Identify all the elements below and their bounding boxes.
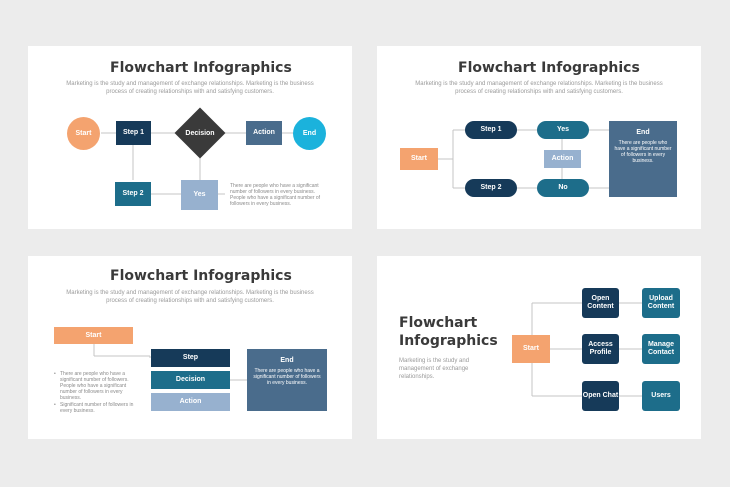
title-line-2: Infographics bbox=[399, 333, 498, 349]
slide-flowchart-2: Flowchart Infographics Marketing is the … bbox=[377, 46, 701, 229]
yes-node: Yes bbox=[537, 121, 589, 139]
no-node: No bbox=[537, 179, 589, 197]
title-line-1: Flowchart bbox=[399, 315, 478, 331]
step-node: Step bbox=[151, 349, 230, 367]
end-description: There are people who have a significant … bbox=[253, 368, 321, 386]
slide-flowchart-3: Flowchart Infographics Marketing is the … bbox=[28, 256, 352, 439]
open-chat-node: Open Chat bbox=[582, 381, 619, 411]
slide-title: Flowchart Infographics bbox=[110, 60, 292, 76]
decision-node: Decision bbox=[151, 371, 230, 389]
users-node: Users bbox=[642, 381, 680, 411]
slide-subtitle: Marketing is the study and management of… bbox=[66, 81, 314, 95]
connector-lines bbox=[101, 132, 294, 195]
slide-subtitle: Marketing is the study and management of… bbox=[66, 290, 314, 304]
bullet-item: Significant number of followers in every… bbox=[54, 402, 138, 414]
connector-lines bbox=[438, 129, 609, 189]
slide-title: Flowchart Infographics bbox=[399, 314, 498, 350]
access-profile-node: Access Profile bbox=[582, 334, 619, 364]
yes-node: Yes bbox=[181, 180, 218, 210]
action-node: Action bbox=[151, 393, 230, 411]
action-node: Action bbox=[246, 121, 282, 145]
upload-content-node: Upload Content bbox=[642, 288, 680, 318]
slide-title: Flowchart Infographics bbox=[110, 268, 292, 284]
step1-node: Step 1 bbox=[465, 121, 517, 139]
slide-title: Flowchart Infographics bbox=[458, 60, 640, 76]
slide-subtitle: Marketing is the study and management of… bbox=[399, 358, 470, 380]
start-node: Start bbox=[400, 148, 438, 170]
slide-subtitle: Marketing is the study and management of… bbox=[415, 81, 663, 95]
end-description: There are people who have a significant … bbox=[614, 140, 672, 164]
slide-flowchart-1: Flowchart Infographics Marketing is the … bbox=[28, 46, 352, 229]
connector-lines bbox=[531, 302, 642, 397]
decision-node: Decision bbox=[174, 107, 226, 159]
bullet-list: There are people who have a significant … bbox=[54, 371, 138, 415]
decision-label: Decision bbox=[185, 129, 215, 137]
manage-contact-node: Manage Contact bbox=[642, 334, 680, 364]
start-node: Start bbox=[54, 327, 133, 344]
end-title: End bbox=[280, 357, 294, 364]
note-text: There are people who have a significant … bbox=[230, 183, 321, 207]
end-box: End There are people who have a signific… bbox=[609, 121, 677, 197]
action-node: Action bbox=[544, 150, 581, 168]
end-node: End bbox=[293, 117, 326, 150]
step2-node: Step 2 bbox=[465, 179, 517, 197]
slide-flowchart-4: Flowchart Infographics Marketing is the … bbox=[377, 256, 701, 439]
end-box: End There are people who have a signific… bbox=[247, 349, 327, 411]
connector-lines bbox=[93, 344, 247, 381]
step2-node: Step 2 bbox=[115, 182, 151, 206]
bullet-item: There are people who have a significant … bbox=[54, 371, 138, 401]
start-node: Start bbox=[512, 335, 550, 363]
open-content-node: Open Content bbox=[582, 288, 619, 318]
start-node: Start bbox=[67, 117, 100, 150]
step1-node: Step 1 bbox=[116, 121, 151, 145]
end-title: End bbox=[636, 129, 650, 136]
